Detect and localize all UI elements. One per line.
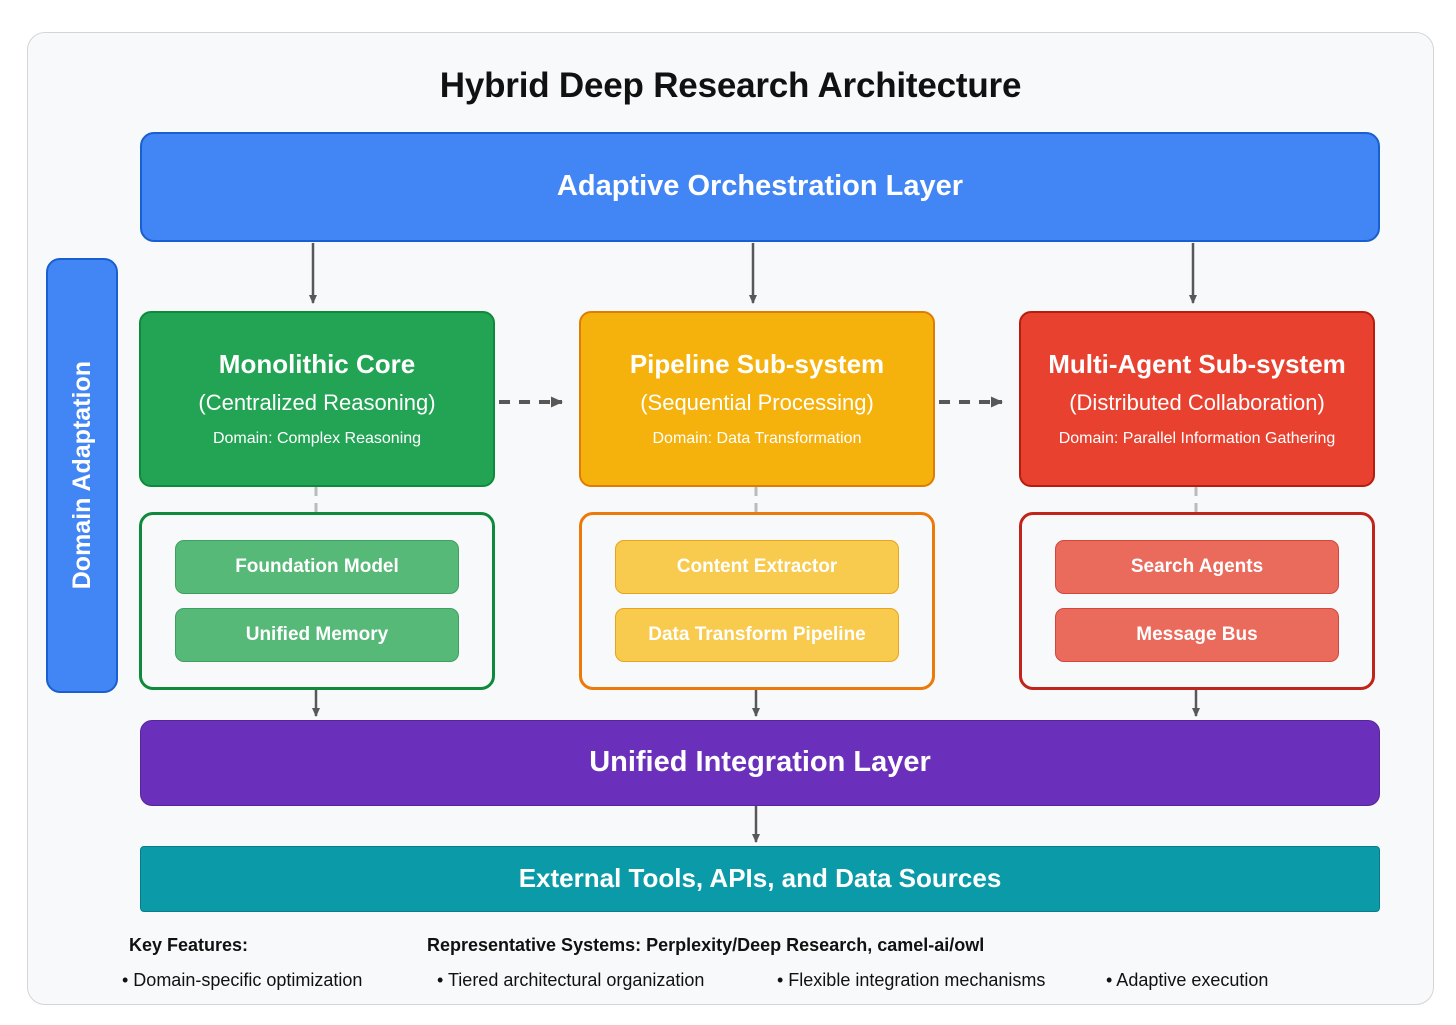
orchestration-layer-label: Adaptive Orchestration Layer [556, 170, 964, 203]
key-features-label: Key Features: [129, 935, 249, 955]
component-foundation-model[interactable]: Foundation Model [175, 540, 459, 594]
domain-adaptation-bar[interactable]: Domain Adaptation [46, 258, 118, 693]
component-content-extractor[interactable]: Content Extractor [615, 540, 899, 594]
footer-bullet-domain-specific-optimization: • Domain-specific optimization [122, 970, 363, 990]
footer-bullet-adaptive-execution: • Adaptive execution [1106, 970, 1269, 990]
external-tools-node[interactable]: External Tools, APIs, and Data Sources [140, 846, 1380, 912]
subsystem-monolithic-core[interactable]: Monolithic Core (Centralized Reasoning) … [139, 311, 495, 487]
page-title: Hybrid Deep Research Architecture [439, 66, 1022, 105]
component-unified-memory[interactable]: Unified Memory [175, 608, 459, 662]
subsystem-monolithic-mode: (Centralized Reasoning) [198, 390, 436, 416]
subsystem-pipeline-domain: Domain: Data Transformation [652, 429, 862, 447]
subsystem-multi-agent[interactable]: Multi-Agent Sub-system (Distributed Coll… [1019, 311, 1375, 487]
integration-layer-label: Unified Integration Layer [589, 746, 931, 779]
components-pipeline-container: Content Extractor Data Transform Pipelin… [579, 512, 935, 690]
subsystem-pipeline[interactable]: Pipeline Sub-system (Sequential Processi… [579, 311, 935, 487]
representative-systems-label: Representative Systems: Perplexity/Deep … [427, 935, 985, 955]
components-monolithic-container: Foundation Model Unified Memory [139, 512, 495, 690]
subsystem-monolithic-title: Monolithic Core [218, 349, 416, 380]
integration-layer-node[interactable]: Unified Integration Layer [140, 720, 1380, 806]
subsystem-multi-agent-domain: Domain: Parallel Information Gathering [1058, 429, 1336, 447]
components-multi-agent-container: Search Agents Message Bus [1019, 512, 1375, 690]
subsystem-monolithic-domain: Domain: Complex Reasoning [212, 429, 422, 447]
subsystem-multi-agent-title: Multi-Agent Sub-system [1048, 349, 1346, 380]
subsystem-pipeline-mode: (Sequential Processing) [640, 390, 874, 416]
subsystem-pipeline-title: Pipeline Sub-system [629, 349, 885, 380]
footer-bullet-flexible-integration-mechanisms: • Flexible integration mechanisms [777, 970, 1046, 990]
domain-adaptation-label: Domain Adaptation [67, 361, 96, 590]
component-message-bus[interactable]: Message Bus [1055, 608, 1339, 662]
footer-bullet-tiered-architectural-organization: • Tiered architectural organization [437, 970, 705, 990]
external-tools-label: External Tools, APIs, and Data Sources [518, 863, 1002, 894]
component-data-transform-pipeline[interactable]: Data Transform Pipeline [615, 608, 899, 662]
component-search-agents[interactable]: Search Agents [1055, 540, 1339, 594]
subsystem-multi-agent-mode: (Distributed Collaboration) [1069, 390, 1325, 416]
orchestration-layer-node[interactable]: Adaptive Orchestration Layer [140, 132, 1380, 242]
